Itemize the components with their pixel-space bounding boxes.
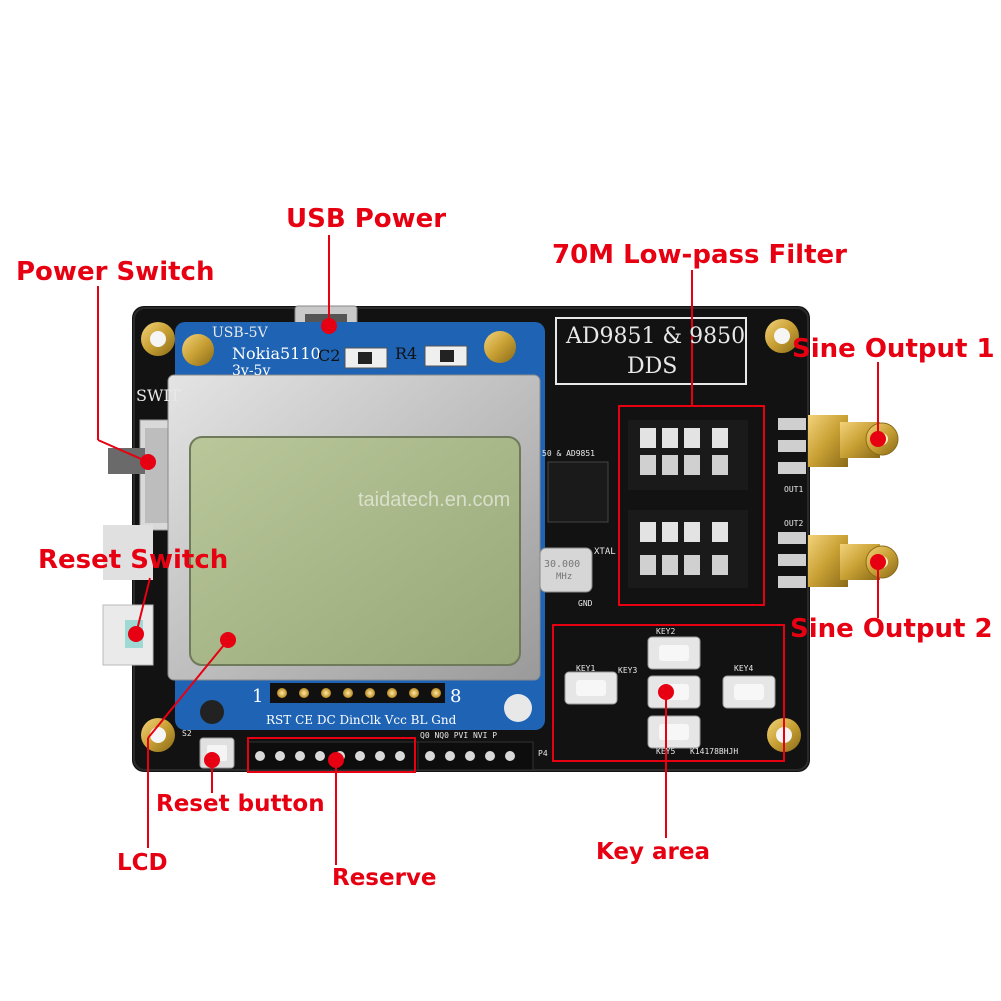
callout-sine-output-2: Sine Output 2 [790, 614, 993, 644]
annotation-dots [128, 318, 886, 768]
lcd-pin-header [270, 683, 445, 703]
board-title-line1: AD9851 & 9850 [566, 324, 746, 349]
s2-label: S2 [182, 729, 192, 738]
watermark: taidatech.en.com [358, 489, 511, 511]
key5-label: KEY5 [656, 747, 676, 756]
pin-last-label: 8 [450, 686, 462, 707]
callout-lcd: LCD [117, 850, 168, 876]
xtal-label: XTAL [594, 547, 616, 557]
callout-reset-switch: Reset Switch [38, 545, 229, 575]
crystal-freq: 30.000 [544, 559, 581, 570]
pin-labels: RST CE DC DinClk Vcc BL Gnd [266, 713, 457, 727]
filter-components [628, 420, 748, 588]
annotation-leaders [97, 235, 879, 865]
output-pins [778, 418, 806, 588]
c2-label: C2 [318, 346, 341, 365]
lcd-voltage: 3v-5v [232, 363, 271, 379]
callout-usb-power: USB Power [286, 204, 447, 234]
r4-label: R4 [395, 344, 418, 363]
usb-label: USB-5V [212, 325, 268, 341]
dds-chip [547, 461, 609, 523]
p4-pins-label: Q0 NQ0 PVI NVI P [420, 731, 498, 740]
board-code: K14178BHJH [690, 747, 739, 756]
crystal-oscillator [539, 547, 593, 593]
callout-key-area: Key area [596, 839, 711, 865]
callout-power-switch: Power Switch [16, 257, 215, 287]
key3-label: KEY3 [618, 666, 638, 675]
reserve-header [247, 741, 534, 771]
board-title-line2: DDS [627, 354, 678, 379]
out1-label: OUT1 [784, 485, 804, 494]
chip-label: 50 & AD9851 [542, 449, 595, 458]
p4-label: P4 [538, 749, 548, 758]
key2-label: KEY2 [656, 627, 676, 636]
lcd-screen [167, 374, 541, 681]
callout-reserve: Reserve [332, 865, 437, 891]
key4-label: KEY4 [734, 664, 754, 673]
callout-reset-button: Reset button [156, 791, 325, 817]
callout-sine-output-1: Sine Output 1 [792, 334, 995, 364]
key1-label: KEY1 [576, 664, 596, 673]
switch-label: SWIT [136, 386, 181, 405]
title-box [555, 317, 747, 385]
callout-low-pass-filter: 70M Low-pass Filter [552, 240, 847, 270]
out2-label: OUT2 [784, 519, 804, 528]
lcd-module-name: Nokia5110 [232, 344, 321, 363]
pin-first-label: 1 [252, 686, 264, 707]
crystal-unit: MHz [556, 572, 573, 582]
gnd-label: GND [578, 599, 593, 608]
